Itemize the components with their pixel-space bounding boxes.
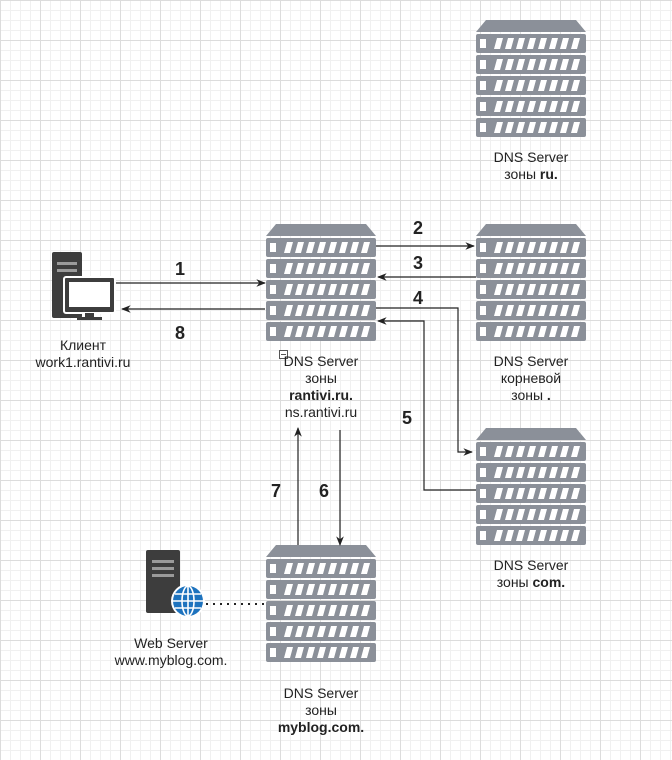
step-3-label: 3 <box>412 253 424 273</box>
dns-root-label: DNS Server корневой зоны . <box>493 353 569 403</box>
dns-ru-label: DNS Server зоны ru. <box>493 149 569 182</box>
step-4-label: 4 <box>412 288 424 308</box>
web-server-icon <box>146 550 205 618</box>
dns-server-root-icon <box>476 224 586 341</box>
step-1-label: 1 <box>174 259 186 279</box>
globe-icon <box>171 584 205 618</box>
arrow-5 <box>377 317 476 491</box>
dns-myblog-label: DNS Server зоны myblog.com. <box>277 685 365 735</box>
dns-server-myblog-icon <box>266 545 376 662</box>
web-server-label: Web Server www.myblog.com. <box>114 635 228 668</box>
collapse-toggle[interactable] <box>279 350 288 359</box>
dns-server-rantivi-icon <box>266 224 376 341</box>
dns-rantivi-label: DNS Server зоны rantivi.ru. ns.rantivi.r… <box>283 353 359 420</box>
dns-server-com-icon <box>476 428 586 545</box>
step-2-label: 2 <box>412 218 424 238</box>
client-label: Клиент work1.rantivi.ru <box>35 337 131 370</box>
dns-server-ru-icon <box>476 20 586 137</box>
client-computer-icon <box>52 252 116 320</box>
arrow-4 <box>376 307 473 456</box>
step-8-label: 8 <box>174 323 186 343</box>
dns-com-label: DNS Server зоны com. <box>493 557 569 590</box>
step-5-label: 5 <box>401 408 413 428</box>
step-6-label: 6 <box>318 481 330 501</box>
step-7-label: 7 <box>270 481 282 501</box>
